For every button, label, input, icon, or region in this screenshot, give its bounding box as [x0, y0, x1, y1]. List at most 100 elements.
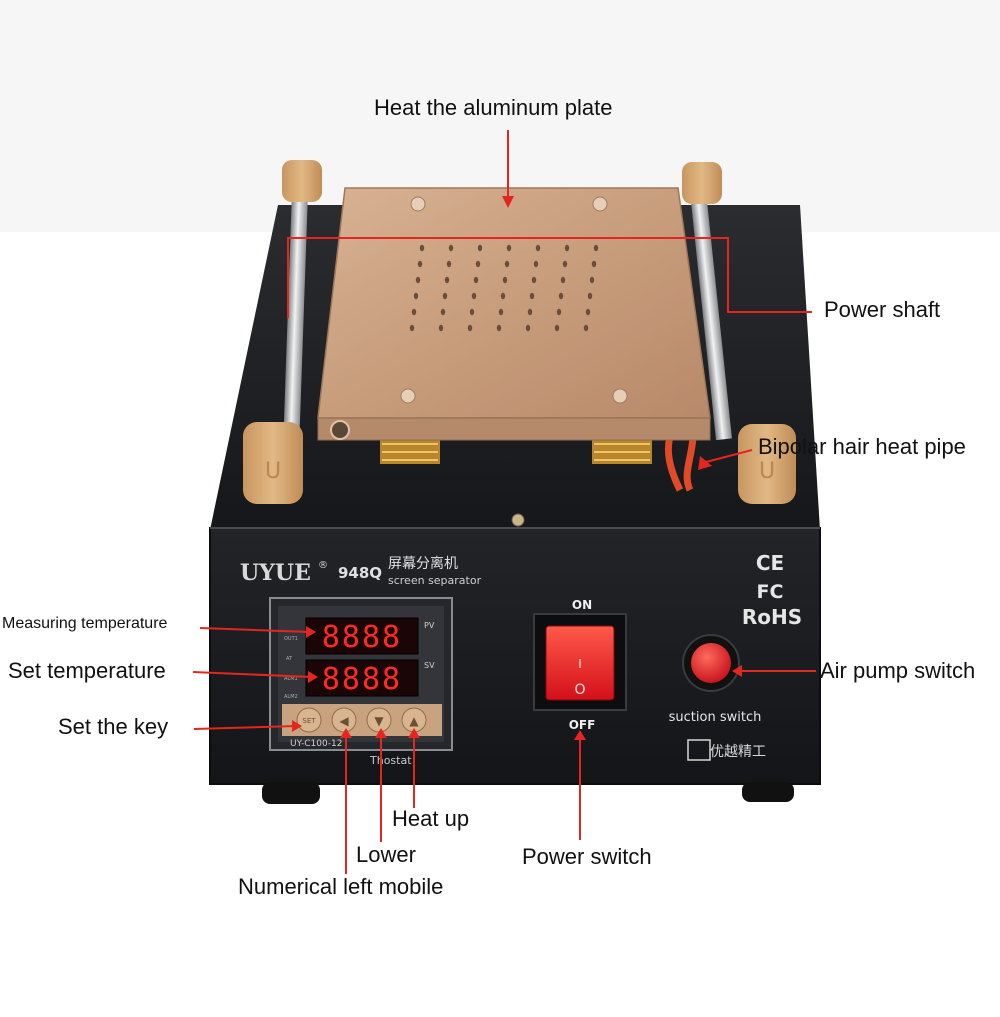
vent-hole — [467, 324, 473, 332]
pv-display: 8888 — [322, 620, 402, 655]
shift-left-button[interactable]: ◀ — [331, 707, 357, 733]
switch-on-label: ON — [572, 598, 592, 612]
vent-hole — [413, 292, 419, 300]
vent-hole — [448, 244, 454, 252]
vent-hole — [477, 244, 483, 252]
vent-hole — [440, 308, 446, 316]
vent-hole — [531, 276, 537, 284]
vent-hole — [560, 276, 566, 284]
vent-hole — [585, 308, 591, 316]
screw-icon — [511, 513, 525, 527]
vent-hole — [583, 324, 589, 332]
svg-text:U: U — [265, 459, 281, 484]
fc-mark: FC — [757, 581, 784, 603]
vent-hole — [558, 292, 564, 300]
indicator-alm1: ALM1 — [284, 676, 298, 682]
vent-hole — [564, 244, 570, 252]
vent-hole — [527, 308, 533, 316]
arrowhead-plate — [502, 196, 514, 208]
vent-hole — [591, 260, 597, 268]
vent-hole — [446, 260, 452, 268]
vent-hole — [442, 292, 448, 300]
vent-hole — [533, 260, 539, 268]
callout-set-key: Set the key — [58, 714, 169, 739]
foot-left — [262, 782, 320, 804]
vent-hole — [593, 244, 599, 252]
sv-display: 8888 — [322, 662, 402, 697]
vent-hole — [535, 244, 541, 252]
down-arrow-icon: ▼ — [374, 714, 384, 728]
vent-hole — [415, 276, 421, 284]
callout-heat-plate: Heat the aluminum plate — [374, 95, 613, 120]
vent-hole — [562, 260, 568, 268]
callout-numerical-left: Numerical left mobile — [238, 874, 444, 899]
controller-model: UY-C100-12 — [290, 739, 342, 749]
air-pump-button[interactable] — [682, 634, 740, 692]
vent-hole — [444, 276, 450, 284]
vent-hole — [419, 244, 425, 252]
handle-bottom-left: U — [243, 422, 303, 504]
handle-top-left — [282, 160, 322, 202]
vent-hole — [504, 260, 510, 268]
switch-i-mark: I — [578, 657, 582, 671]
callout-heat-up: Heat up — [392, 806, 470, 831]
maker-logo-icon — [687, 739, 711, 761]
callout-line-setkey — [193, 725, 297, 730]
vent-hole — [409, 324, 415, 332]
handle-top-right — [682, 162, 722, 204]
ce-mark: CE — [756, 551, 784, 575]
power-rocker-switch[interactable]: I O — [533, 613, 627, 711]
callout-heat-pipe: Bipolar hair heat pipe — [758, 434, 966, 459]
vent-hole — [438, 324, 444, 332]
vent-hole — [506, 244, 512, 252]
indicator-out1: OUT1 — [284, 636, 298, 642]
vent-hole — [411, 308, 417, 316]
callout-power-shaft: Power shaft — [824, 297, 941, 322]
indicator-alm2: ALM2 — [284, 694, 298, 700]
sv-tag: SV — [424, 661, 435, 670]
controller-footer: Thostat — [369, 754, 412, 767]
switch-o-mark: O — [574, 682, 585, 698]
vent-hole — [529, 292, 535, 300]
suction-switch-label: suction switch — [669, 710, 762, 725]
model-number: 948Q — [338, 564, 382, 582]
device-name-en: screen separator — [388, 574, 482, 587]
callout-line-settemp — [192, 671, 313, 678]
lower-button[interactable]: ▼ — [366, 707, 392, 733]
vent-hole — [500, 292, 506, 300]
foot-right — [742, 782, 794, 802]
callout-line-heat-pipe — [705, 449, 753, 463]
registered-icon: ® — [318, 560, 328, 571]
indicator-at: AT — [286, 656, 293, 662]
callout-line-shaft — [287, 237, 812, 318]
maker-mark: 优越精工 — [710, 744, 766, 760]
handle-bottom-right: U — [738, 424, 796, 504]
vent-hole — [496, 324, 502, 332]
switch-off-label: OFF — [569, 718, 596, 732]
vent-hole — [469, 308, 475, 316]
up-arrow-icon: ▲ — [409, 714, 419, 728]
vent-hole — [473, 276, 479, 284]
vent-hole — [589, 276, 595, 284]
vent-hole — [556, 308, 562, 316]
svg-text:U: U — [759, 459, 775, 484]
callout-air-pump: Air pump switch — [820, 658, 976, 683]
pv-tag: PV — [424, 621, 435, 630]
shift-left-icon: ◀ — [339, 714, 349, 728]
callout-lines — [192, 130, 816, 874]
aluminum-plate — [317, 187, 711, 441]
vent-hole — [475, 260, 481, 268]
vent-hole — [525, 324, 531, 332]
callout-measuring-temp: Measuring temperature — [2, 615, 168, 632]
set-button[interactable]: SET — [296, 707, 322, 733]
callout-lower: Lower — [356, 842, 416, 867]
vent-hole — [417, 260, 423, 268]
vent-hole — [554, 324, 560, 332]
vent-hole — [471, 292, 477, 300]
brand-logo: UYUE — [240, 560, 311, 586]
callout-arrowheads — [292, 196, 742, 740]
callout-set-temp: Set temperature — [8, 658, 166, 683]
vent-hole — [502, 276, 508, 284]
